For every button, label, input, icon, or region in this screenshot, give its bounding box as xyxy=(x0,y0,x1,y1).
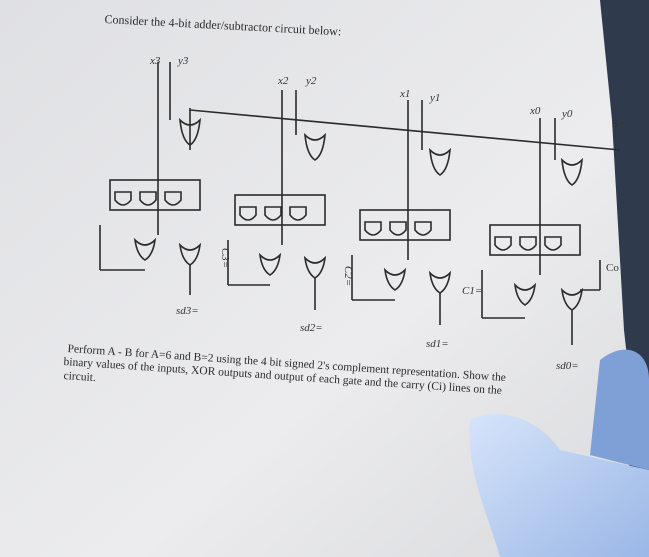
question-line-3: circuit. xyxy=(63,370,97,385)
carry-label-1: C1= xyxy=(462,285,483,297)
sum-label-0: sd0= xyxy=(556,360,579,372)
s-label: S= xyxy=(612,118,625,130)
sum-label-3: sd3= xyxy=(176,305,199,317)
input-y3: y3 xyxy=(178,55,189,67)
sum-label-2: sd2= xyxy=(300,322,323,334)
adder-subtractor-circuit xyxy=(99,62,621,345)
carry-label-3: C3= xyxy=(219,247,232,269)
input-x0: x0 xyxy=(530,105,541,117)
input-x2: x2 xyxy=(278,75,289,87)
input-y2: y2 xyxy=(306,75,317,87)
glove-hand xyxy=(469,349,649,557)
carry-out-label: Co xyxy=(606,262,619,274)
input-y1: y1 xyxy=(430,92,441,104)
carry-label-2: C2= xyxy=(342,265,355,287)
input-x1: x1 xyxy=(400,88,411,100)
input-y0: y0 xyxy=(562,108,573,120)
input-x3: x3 xyxy=(150,55,161,67)
sum-label-1: sd1= xyxy=(426,338,449,350)
